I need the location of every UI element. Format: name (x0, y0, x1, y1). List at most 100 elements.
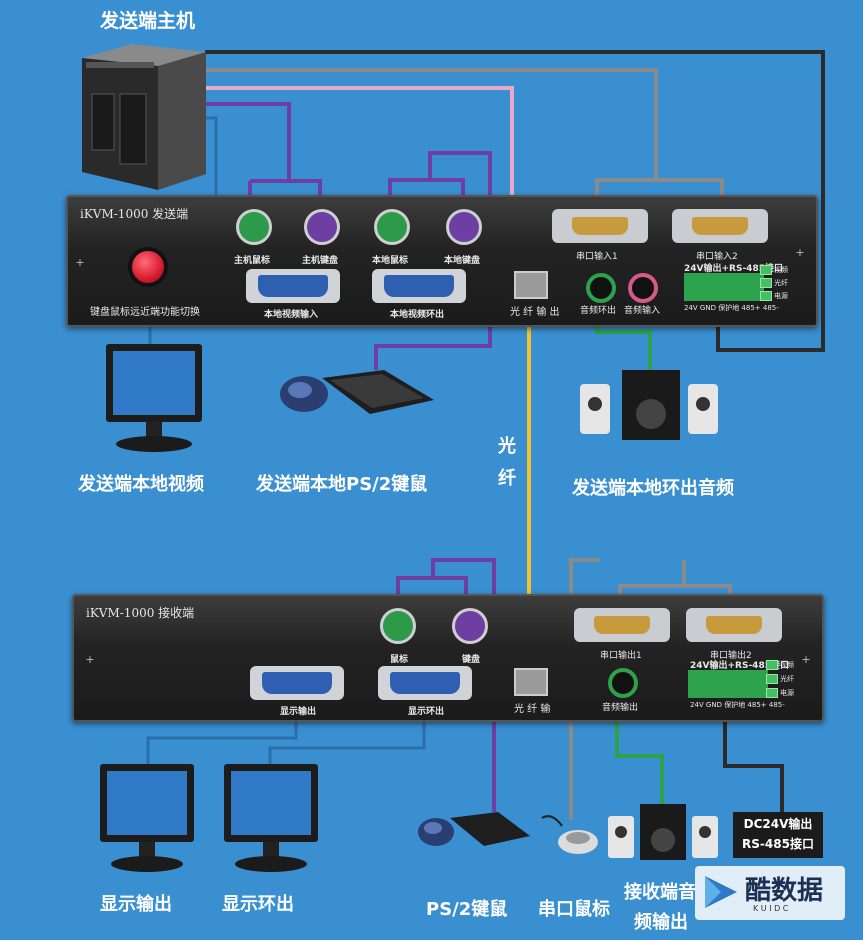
sender-monitor-icon (106, 344, 202, 452)
fiber-out-label: 光 纤 输 出 (510, 307, 560, 318)
cable-display-loop (268, 706, 426, 766)
caption-sender-local-ps2: 发送端本地PS/2键鼠 (256, 474, 428, 495)
receiver-model-label: iKVM-1000 接收端 (86, 606, 195, 620)
rx-led-video-label: 视频 (780, 661, 794, 669)
local-keyboard-label: 本地键盘 (444, 256, 481, 266)
caption-serial-mouse: 串口鼠标 (538, 899, 610, 920)
caption-sender-local-video: 发送端本地视频 (78, 474, 204, 495)
rx-led-power (766, 688, 778, 698)
rx-terminal-block[interactable] (688, 670, 768, 698)
rx-led-video (766, 660, 778, 670)
caption-rx-audio-1: 接收端音 (624, 882, 696, 903)
sender-screw-left: + (74, 256, 86, 269)
display-out-monitor-icon (100, 764, 194, 872)
serial-in-1-label: 串口输入1 (576, 252, 618, 262)
sender-power-label: 24V输出+RS-485接口 (684, 264, 783, 274)
display-out-port[interactable] (250, 666, 344, 700)
watermark-logo-icon (705, 876, 737, 908)
receiver-screw-right: + (800, 653, 812, 666)
fiber-in-label: 光 纤 输 (514, 704, 551, 715)
sender-panel: iKVM-1000 发送端 + + 键盘鼠标远近端功能切换 主机鼠标 主机键盘 … (66, 195, 818, 327)
serial-in-1-port[interactable] (552, 209, 648, 243)
caption-sender-local-audio: 发送端本地环出音频 (572, 478, 734, 499)
caption-display-out: 显示输出 (100, 894, 172, 915)
rx-keyboard-port[interactable] (452, 608, 488, 644)
serial-in-2-label: 串口输入2 (696, 252, 738, 262)
rx-keyboard-mouse-icon (418, 812, 530, 846)
rx-mouse-label: 鼠标 (390, 655, 409, 665)
sender-led-video-label: 视频 (774, 266, 788, 274)
audio-loop-jack[interactable] (586, 273, 616, 303)
rx-audio-out-label: 音频输出 (602, 703, 639, 713)
sender-led-power-label: 电源 (774, 292, 788, 300)
local-keyboard-port[interactable] (446, 209, 482, 245)
rx-keyboard-label: 键盘 (462, 655, 481, 665)
rx-led-power-label: 电源 (780, 689, 794, 697)
sender-terminal-block[interactable] (684, 273, 764, 301)
sender-led-power (760, 291, 772, 301)
serial-out-1-port[interactable] (574, 608, 670, 642)
caption-rx-audio-2: 频输出 (634, 912, 688, 933)
dc-rs485-box: DC24V输出 RS-485接口 (733, 812, 823, 858)
display-out-label: 显示输出 (280, 707, 317, 717)
audio-in-label: 音频输入 (624, 306, 661, 316)
fiber-label-bottom: 纤 (498, 468, 516, 489)
local-video-loop-label: 本地视频环出 (390, 310, 445, 320)
serial-out-1-label: 串口输出1 (600, 651, 642, 661)
local-mouse-port[interactable] (374, 209, 410, 245)
sender-keyboard-mouse-icon (280, 370, 434, 414)
display-loop-label: 显示环出 (408, 707, 445, 717)
local-video-loop-port[interactable] (372, 269, 466, 303)
rx-led-fiber-label: 光纤 (780, 675, 794, 683)
caption-display-loop: 显示环出 (222, 894, 294, 915)
host-keyboard-label: 主机键盘 (302, 256, 339, 266)
watermark-logo: 酷数据 K U I D C (695, 866, 845, 920)
rx-speakers-icon (608, 804, 718, 860)
display-loop-port[interactable] (378, 666, 472, 700)
fiber-out-port[interactable] (514, 271, 548, 299)
receiver-screw-left: + (84, 653, 96, 666)
serial-out-2-label: 串口输出2 (710, 651, 752, 661)
fiber-in-port[interactable] (514, 668, 548, 696)
receiver-panel: iKVM-1000 接收端 + + 鼠标 键盘 显示输出 显示环出 光 纤 输 … (72, 594, 824, 722)
display-loop-monitor-icon (224, 764, 318, 872)
host-mouse-port[interactable] (236, 209, 272, 245)
cable-display-out (146, 706, 298, 766)
rx-mouse-port[interactable] (380, 608, 416, 644)
rx-led-fiber (766, 674, 778, 684)
cable-host-purple (205, 102, 322, 206)
serial-mouse-icon (541, 815, 598, 854)
dc-box-line1: DC24V输出 (743, 817, 813, 831)
cable-rx-dark (723, 712, 784, 812)
sender-speakers-icon (580, 370, 718, 440)
sender-terminal-pins: 24V GND 保护地 485+ 485- (684, 304, 779, 312)
cable-host-gray (205, 68, 658, 212)
sender-model-label: iKVM-1000 发送端 (80, 207, 189, 221)
audio-loop-label: 音频环出 (580, 306, 617, 316)
watermark-name: 酷数据 (745, 876, 824, 906)
cable-rx-audio (615, 696, 664, 806)
rx-power-label: 24V输出+RS-485接口 (690, 661, 789, 671)
sender-screw-right: + (794, 246, 806, 259)
rx-terminal-pins: 24V GND 保护地 485+ 485- (690, 701, 785, 709)
sender-led-fiber-label: 光纤 (774, 279, 788, 287)
serial-in-2-port[interactable] (672, 209, 768, 243)
local-video-in-port[interactable] (246, 269, 340, 303)
serial-out-2-port[interactable] (686, 608, 782, 642)
dc-box-line2: RS-485接口 (742, 837, 814, 851)
rx-audio-out-jack[interactable] (608, 668, 638, 698)
switch-label: 键盘鼠标远近端功能切换 (90, 307, 200, 318)
host-mouse-label: 主机鼠标 (234, 256, 271, 266)
fiber-label-top: 光 (498, 436, 516, 457)
local-video-in-label: 本地视频输入 (264, 310, 319, 320)
sender-led-video (760, 265, 772, 275)
host-title: 发送端主机 (100, 10, 196, 32)
host-keyboard-port[interactable] (304, 209, 340, 245)
local-mouse-label: 本地鼠标 (372, 256, 409, 266)
audio-in-jack[interactable] (628, 273, 658, 303)
host-pc-icon (82, 44, 206, 190)
sender-led-fiber (760, 278, 772, 288)
switch-button[interactable] (128, 247, 168, 287)
caption-ps2: PS/2键鼠 (426, 899, 508, 920)
watermark-sub: K U I D C (753, 904, 789, 913)
